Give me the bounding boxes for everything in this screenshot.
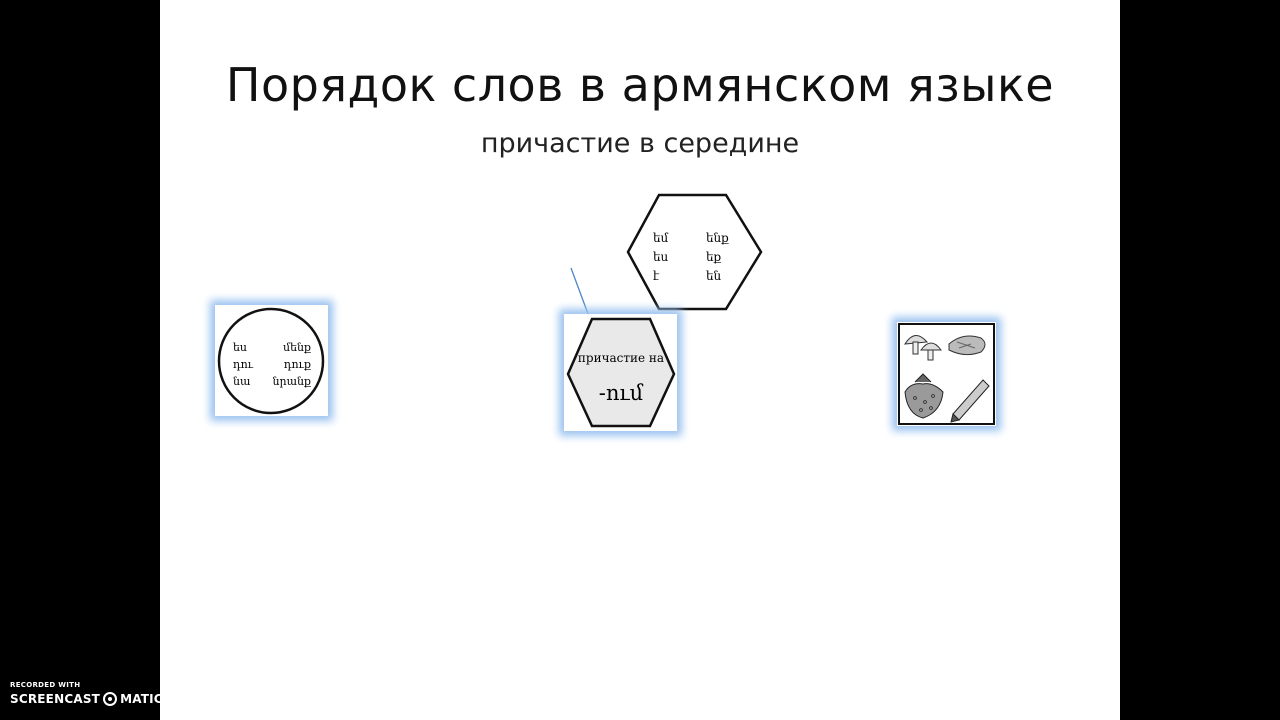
- pronoun-singular-3: նա: [233, 375, 251, 388]
- mushrooms-icon: [904, 335, 942, 361]
- watermark-brand-right: MATIC: [120, 692, 163, 706]
- aux-plural-1: ենք: [706, 231, 729, 245]
- pronoun-plural-1: մենք: [283, 341, 311, 354]
- screencast-logo-icon: [103, 692, 118, 706]
- pronoun-singular-1: ես: [233, 341, 247, 354]
- aux-plural-3: են: [706, 269, 722, 283]
- slide-subtitle: причастие в середине: [480, 128, 800, 159]
- aux-singular-3: է: [653, 269, 660, 283]
- pronoun-plural-2: դուք: [284, 358, 311, 371]
- strawberry-icon: [904, 373, 944, 419]
- aux-singular-1: եմ: [653, 231, 669, 245]
- auxiliary-hexagon[interactable]: եմ ես է ենք եք են: [620, 190, 770, 314]
- objects-picture: [898, 323, 995, 425]
- watermark-recorded-with: RECORDED WITH: [10, 681, 81, 689]
- slide: Порядок слов в армянском языке причастие…: [160, 0, 1120, 720]
- pencil-icon: [950, 379, 990, 423]
- screencast-watermark: RECORDED WITH SCREENCAST MATIC: [10, 681, 163, 706]
- slide-title: Порядок слов в армянском языке: [225, 58, 1055, 112]
- participle-hexagon: причастие на -ում: [566, 317, 676, 428]
- watermark-brand-left: SCREENCAST: [10, 692, 101, 706]
- aux-singular-2: ես: [653, 250, 669, 264]
- pronouns-box[interactable]: ես դու նա մենք դուք նրանք: [215, 305, 328, 416]
- objects-box[interactable]: [897, 322, 996, 426]
- pronouns-circle: ես դու նա մենք դուք նրանք: [217, 307, 325, 415]
- participle-box[interactable]: причастие на -ում: [564, 314, 677, 431]
- pronoun-plural-3: նրանք: [273, 375, 312, 388]
- aux-plural-2: եք: [706, 250, 722, 264]
- participle-label: причастие на: [578, 351, 664, 365]
- pronoun-singular-2: դու: [233, 358, 254, 371]
- fish-icon: [948, 335, 986, 356]
- participle-suffix: -ում: [599, 381, 644, 405]
